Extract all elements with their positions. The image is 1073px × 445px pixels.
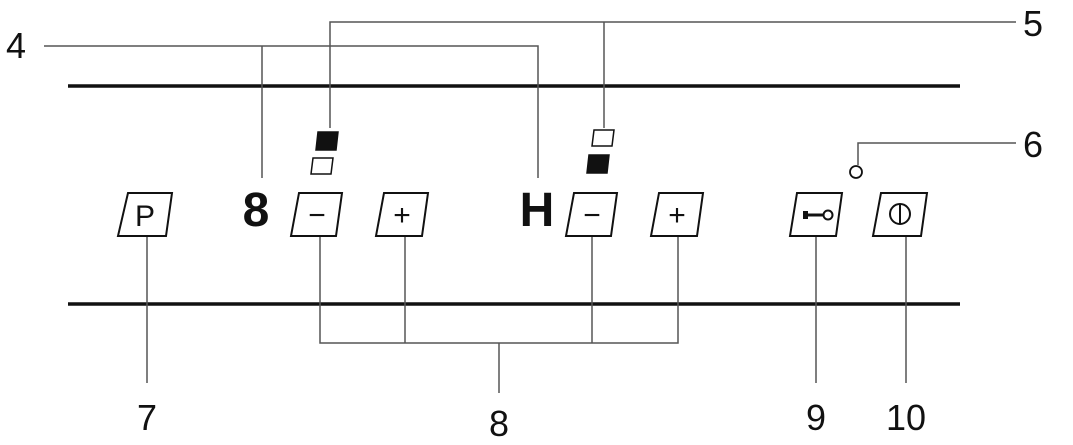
callout-4: 4 xyxy=(6,25,26,66)
leader-5 xyxy=(329,21,1016,128)
callout-5: 5 xyxy=(1023,3,1043,44)
level-indicator-left xyxy=(310,131,339,175)
callout-10: 10 xyxy=(886,397,926,438)
power-icon xyxy=(889,203,911,225)
leader-8 xyxy=(319,236,679,344)
leader-lines xyxy=(44,21,1016,393)
callout-9: 9 xyxy=(806,397,826,438)
plus-key-right-label: + xyxy=(668,199,686,232)
leader-6 xyxy=(857,142,1016,165)
display-left: 8 xyxy=(243,184,270,237)
plus-key-right-outline xyxy=(649,192,705,237)
minus-key-right[interactable]: − xyxy=(564,192,619,237)
plus-key-left-outline xyxy=(374,192,430,237)
program-key-outline xyxy=(116,192,174,237)
leader-4 xyxy=(44,45,539,178)
plus-key-left-label: + xyxy=(393,199,411,232)
level-indicator-right xyxy=(586,129,615,174)
indicator-block-empty xyxy=(310,157,334,175)
minus-key-right-label: − xyxy=(583,199,601,232)
minus-key-left-outline xyxy=(289,192,344,237)
minus-key-right-outline xyxy=(564,192,619,237)
plus-key-left[interactable]: + xyxy=(374,192,430,237)
indicator-block-filled xyxy=(315,131,339,151)
indicator-block-empty xyxy=(591,129,615,147)
key-icon xyxy=(803,209,834,221)
callout-6: 6 xyxy=(1023,124,1043,165)
program-key[interactable]: P xyxy=(116,192,174,237)
program-key-label: P xyxy=(135,200,155,233)
minus-key-left-label: − xyxy=(308,199,326,232)
plus-key-right[interactable]: + xyxy=(649,192,705,237)
callout-7: 7 xyxy=(137,397,157,438)
lock-key[interactable] xyxy=(788,192,844,237)
callout-8: 8 xyxy=(489,403,509,444)
indicator-block-filled xyxy=(586,154,610,174)
power-key[interactable] xyxy=(871,192,929,237)
display-right: H xyxy=(520,184,555,237)
indicator-lamp xyxy=(849,165,863,179)
minus-key-left[interactable]: − xyxy=(289,192,344,237)
